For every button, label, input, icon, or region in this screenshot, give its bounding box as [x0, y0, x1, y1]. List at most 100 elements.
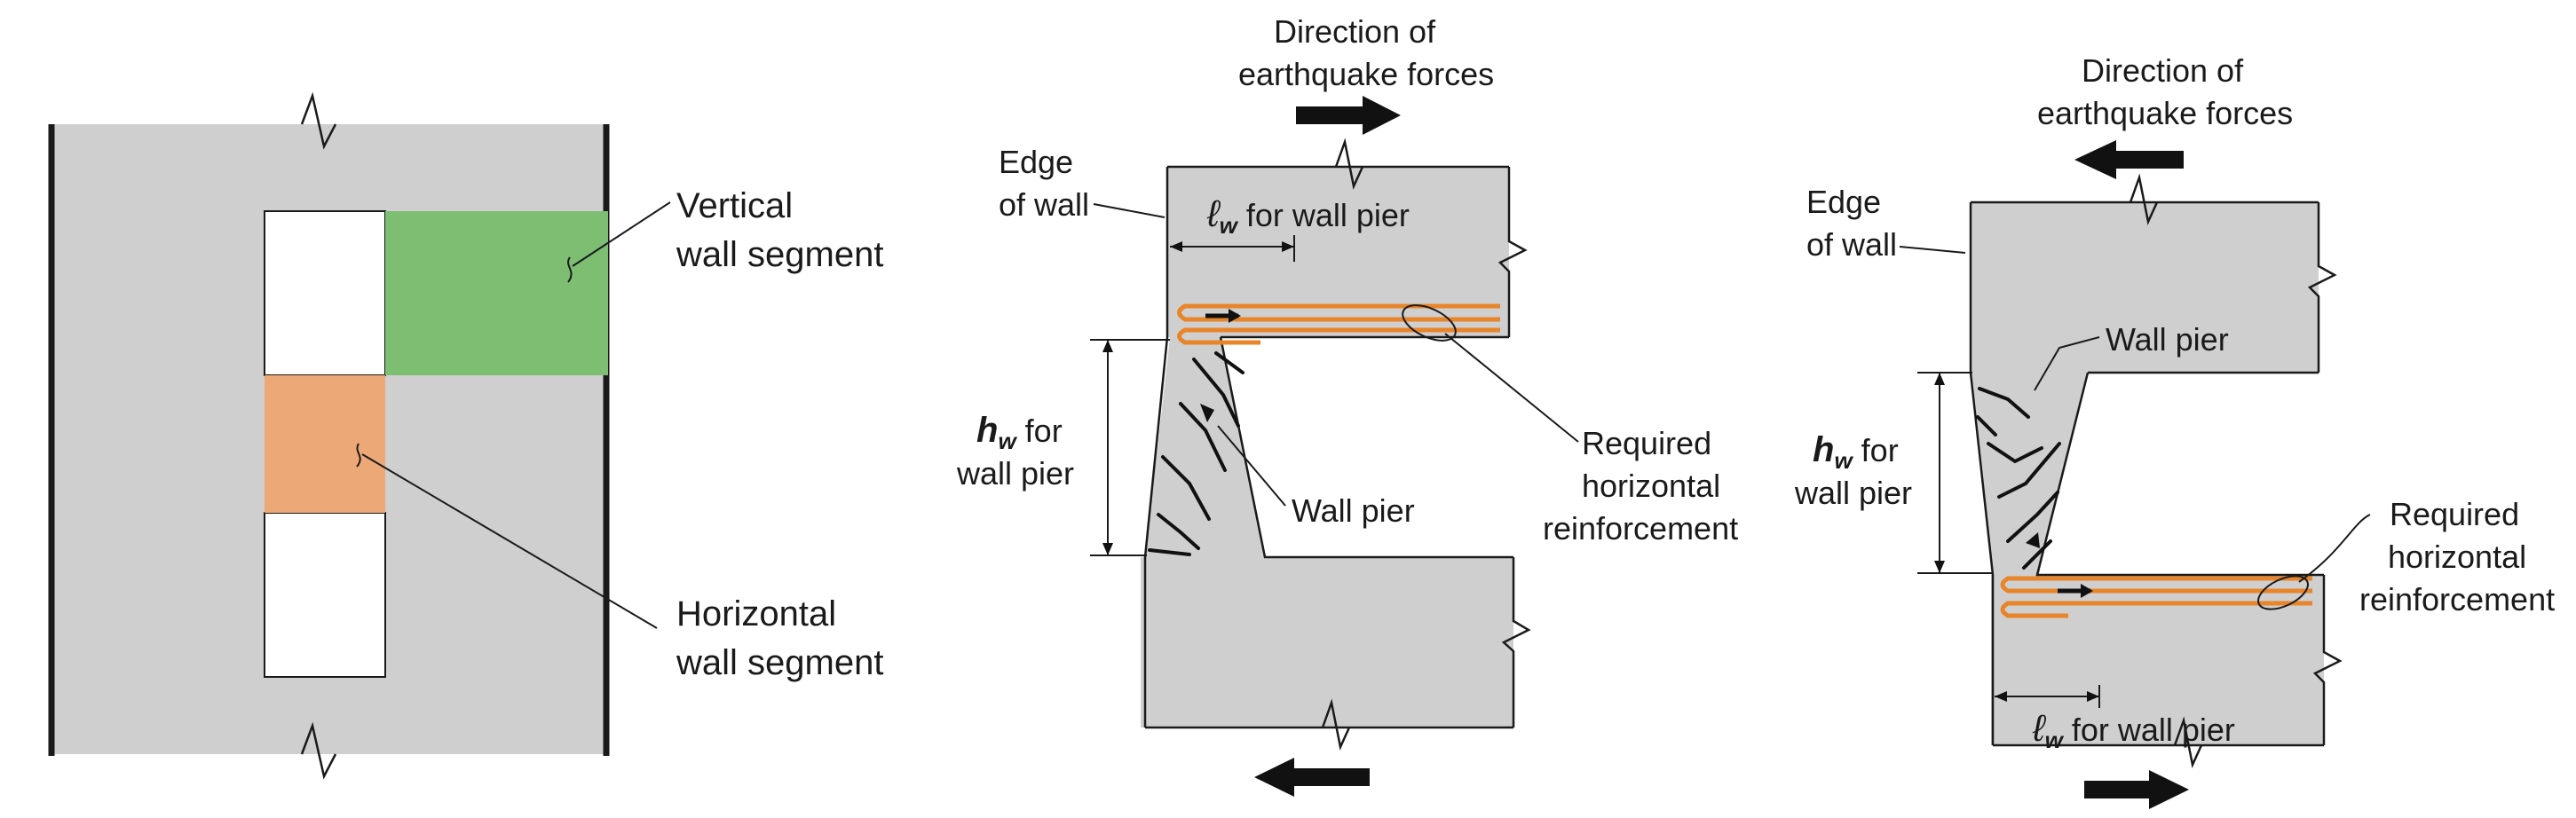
panel-b-bottom-force-shaft [1292, 768, 1370, 786]
panel-c-top-block [1971, 202, 2319, 373]
panel-c-rebar-2 [2000, 601, 2312, 618]
panel-b-hw-sub: w [998, 428, 1017, 454]
panel-c-top-force-shaft [2114, 151, 2184, 169]
panel-b-crack-1 [1192, 358, 1240, 428]
panel-c-direction-line1: Direction of [2082, 52, 2244, 89]
panel-c-crack-4 [2006, 491, 2059, 543]
panel-c-lw-sub: w [2045, 727, 2065, 753]
panel-c-reinf-line2: horizontal [2388, 539, 2526, 575]
panel-c-pier-right-force: Direction of earthquake forces Edge of w… [1794, 52, 2555, 809]
vertical-label-line1: Vertical [676, 186, 793, 225]
panel-c-hw-symbol: h [1813, 430, 1834, 469]
panel-c-lw-arrow-left [1995, 691, 2007, 702]
panel-b-hw-text1: for [1025, 413, 1063, 449]
panel-b-bottom-block [1141, 557, 1513, 728]
panel-b-opening-edges [1219, 336, 1513, 559]
panel-c-crack-1 [1978, 387, 2030, 419]
panel-c-reinf-line3: reinforcement [2359, 581, 2555, 617]
panel-c-top-break [2129, 173, 2159, 226]
panel-c-rebar-leader [2298, 514, 2371, 583]
panel-c-crack-arrow [2026, 532, 2040, 548]
panel-b-crack-2 [1179, 402, 1227, 472]
panel-c-lw-arrow-right [2087, 691, 2099, 702]
panel-b-crack-3 [1161, 455, 1211, 521]
panel-b-rebar-leader [1444, 333, 1579, 443]
panel-b-edge-line1: Edge [999, 144, 1073, 180]
vertical-label-line2: wall segment [676, 235, 883, 274]
panel-c-edge-leader [1899, 246, 1966, 254]
vertical-segment-leader [572, 201, 671, 267]
panel-b-pier [1145, 337, 1265, 557]
panel-b-bottom-force-head [1254, 758, 1294, 797]
panel-b-top-force-shaft [1296, 106, 1363, 124]
panel-c-hw-sub: w [1834, 447, 1853, 474]
panel-c-rebar-1 [2000, 576, 2312, 594]
panel-c-left-edge [1969, 202, 1995, 745]
panel-c-hw-text2: wall pier [1794, 475, 1912, 511]
panel-b-rebar-1 [1177, 303, 1500, 322]
panel-b-hw-arrow-bottom [1102, 543, 1113, 555]
panel-c-crack-3 [1997, 442, 2061, 499]
panel-b-lw-text: for wall pier [1246, 197, 1410, 233]
panel-b-direction-line2: earthquake forces [1238, 56, 1494, 92]
panel-b-rebar-callout-ring [1402, 304, 1457, 342]
horizontal-label-line1: Horizontal [676, 594, 836, 633]
panel-b-pier-label: Wall pier [1292, 492, 1415, 529]
panel-b-left-edge [1143, 167, 1169, 728]
panel-b-edge-line2: of wall [999, 186, 1089, 223]
panel-b-lw-symbol: ℓ [1206, 193, 1221, 234]
panel-b-reinf-line1: Required [1582, 425, 1711, 461]
horizontal-segment-tick [356, 443, 361, 468]
panel-c-reinf-line1: Required [2390, 496, 2519, 532]
panel-b-pier-left-force: Direction of earthquake forces Edge of w… [956, 13, 1738, 797]
panel-b-crack-6 [1148, 548, 1191, 556]
horizontal-segment-leader [361, 453, 658, 629]
panel-c-bottom-break [2173, 716, 2203, 769]
panel-b-reinf-line2: horizontal [1582, 468, 1720, 504]
panel-c-lw-label: ℓw for wall pier [2032, 707, 2235, 753]
panel-c-lw-symbol: ℓ [2032, 707, 2047, 749]
panel-c-shear-arrow-head [2081, 584, 2093, 598]
panel-c-bottom-force-head [2149, 770, 2189, 809]
panel-c-edge-line2: of wall [1806, 226, 1897, 263]
panel-c-right-break-top [2307, 202, 2337, 373]
panel-b-hw-symbol: h [976, 411, 998, 450]
vertical-wall-segment [385, 211, 608, 375]
panel-b-crack-5 [1214, 351, 1245, 374]
panel-b-lw-arrow-left [1170, 241, 1182, 252]
panel-b-crack-4 [1157, 513, 1200, 550]
panel-c-direction-line2: earthquake forces [2037, 95, 2293, 131]
panel-c-crack-5 [2022, 539, 2052, 570]
panel-c-lw-text: for wall pier [2072, 712, 2235, 748]
panel-c-top-force-head [2074, 140, 2116, 179]
panel-c-pier-leader [2034, 336, 2100, 391]
panel-b-lw-label: ℓw for wall pier [1206, 193, 1410, 239]
panel-c-edge-line1: Edge [1806, 184, 1881, 220]
panel-b-top-break [1334, 138, 1364, 191]
panel-b-top-block [1167, 167, 1509, 337]
panel-b-bottom-break [1321, 698, 1351, 751]
panel-b-lw-arrow-right [1282, 241, 1294, 252]
horizontal-label-line2: wall segment [676, 643, 883, 682]
panel-b-hw-text2: wall pier [956, 455, 1074, 492]
panel-b-pier-leader [1217, 425, 1286, 507]
panel-c-opening-edges [2035, 372, 2324, 577]
panel-c-crack-6 [1976, 415, 1997, 437]
panel-b-shear-arrow-head [1229, 309, 1241, 323]
horizontal-wall-segment [265, 375, 385, 513]
panel-b-direction-line1: Direction of [1274, 13, 1436, 50]
panel-c-hw-arrow-bottom [1934, 561, 1945, 573]
panel-a-opening-top [264, 210, 386, 376]
panel-a-bottom-break [300, 721, 337, 780]
panel-b-right-break-top [1497, 167, 1528, 337]
panel-c-rebar-callout-ring [2257, 575, 2309, 610]
panel-b-pier-leader-head [1200, 404, 1214, 422]
panel-a-top-break [300, 91, 337, 150]
panel-c-bottom-force-shaft [2084, 781, 2151, 798]
panel-c-bottom-block [1991, 575, 2324, 745]
panel-b-hw-arrow-top [1102, 340, 1113, 352]
panel-b-right-break-bottom [1501, 557, 1531, 728]
panel-b-lw-sub: w [1220, 212, 1239, 239]
panel-b-edge-leader [1093, 203, 1166, 218]
